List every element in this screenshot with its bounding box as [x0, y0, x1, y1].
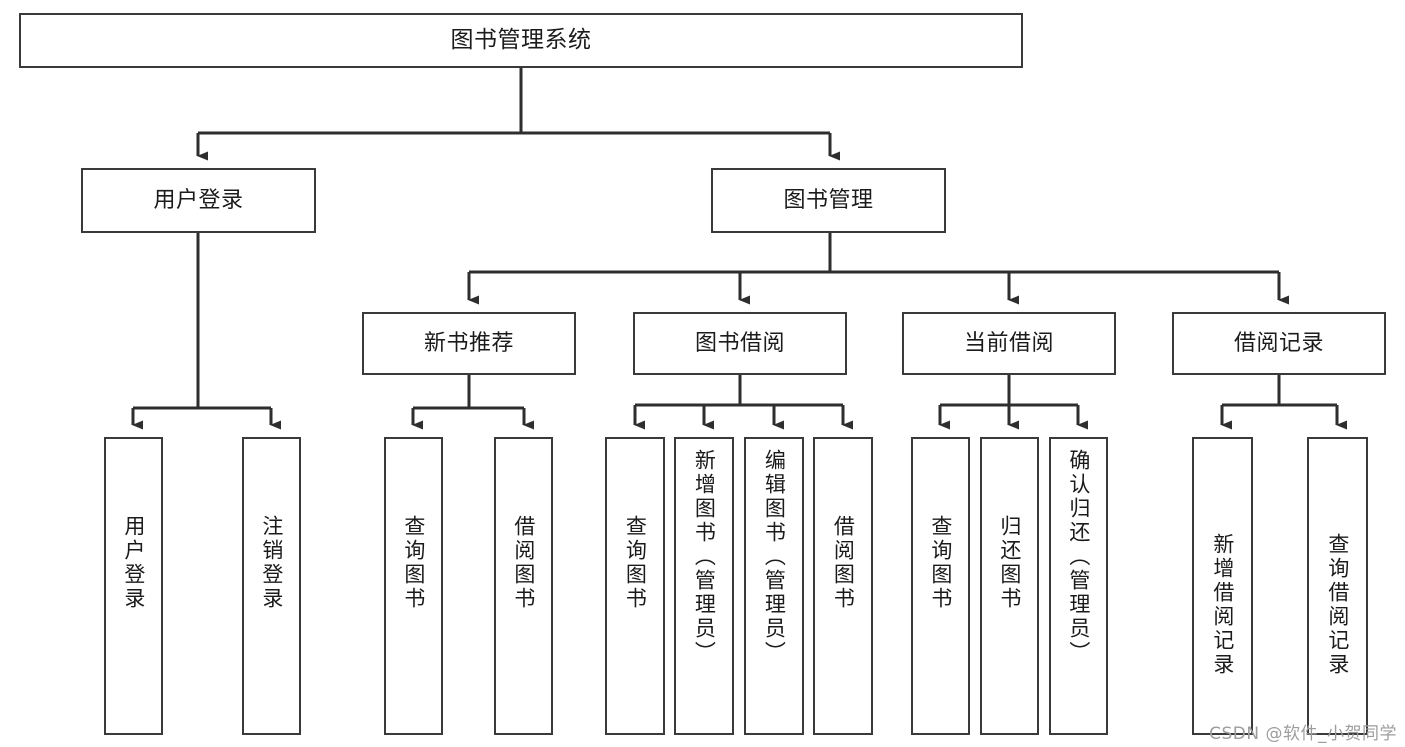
leaf-node-query-borrow-record[interactable]: 查询借阅记录 — [1307, 437, 1368, 735]
node-label: 新增图书（管理员） — [692, 449, 717, 665]
node-label: 图书管理系统 — [450, 27, 592, 53]
node-label: 借阅图书 — [511, 515, 536, 611]
node-new-book-recommend[interactable]: 新书推荐 — [362, 312, 576, 375]
node-book-management[interactable]: 图书管理 — [711, 168, 946, 233]
leaf-node-add-book-admin[interactable]: 新增图书（管理员） — [674, 437, 734, 735]
node-label: 查询图书 — [401, 515, 426, 611]
leaf-node-return-book[interactable]: 归还图书 — [980, 437, 1039, 735]
node-label: 图书借阅 — [694, 330, 785, 356]
leaf-node-confirm-return-admin[interactable]: 确认归还（管理员） — [1049, 437, 1108, 735]
node-label: 查询借阅记录 — [1325, 533, 1350, 677]
leaf-node-query-book-recommend[interactable]: 查询图书 — [384, 437, 443, 735]
node-label: 用户登录 — [121, 515, 146, 611]
node-borrow-record[interactable]: 借阅记录 — [1172, 312, 1386, 375]
node-label: 图书管理 — [783, 187, 874, 213]
node-label: 新增借阅记录 — [1210, 533, 1235, 677]
node-label: 注销登录 — [259, 515, 284, 611]
leaf-node-query-book-current[interactable]: 查询图书 — [911, 437, 970, 735]
leaf-node-user-logout[interactable]: 注销登录 — [242, 437, 301, 735]
leaf-node-query-book-borrow[interactable]: 查询图书 — [605, 437, 665, 735]
node-label: 借阅图书 — [831, 515, 856, 611]
node-label: 编辑图书（管理员） — [762, 449, 787, 665]
leaf-node-user-login[interactable]: 用户登录 — [104, 437, 163, 735]
leaf-node-add-borrow-record[interactable]: 新增借阅记录 — [1192, 437, 1253, 735]
node-root-book-management-system[interactable]: 图书管理系统 — [19, 13, 1023, 68]
node-label: 当前借阅 — [963, 330, 1054, 356]
node-book-borrow[interactable]: 图书借阅 — [633, 312, 847, 375]
csdn-watermark: CSDN @软件_小贺同学 — [1209, 724, 1397, 744]
node-label: 借阅记录 — [1233, 330, 1324, 356]
leaf-node-borrow-book-recommend[interactable]: 借阅图书 — [494, 437, 553, 735]
leaf-node-edit-book-admin[interactable]: 编辑图书（管理员） — [744, 437, 804, 735]
node-current-borrow[interactable]: 当前借阅 — [902, 312, 1116, 375]
node-label: 查询图书 — [928, 515, 953, 611]
node-user-login[interactable]: 用户登录 — [81, 168, 316, 233]
node-label: 用户登录 — [153, 187, 244, 213]
node-label: 查询图书 — [623, 515, 648, 611]
leaf-node-borrow-book[interactable]: 借阅图书 — [813, 437, 873, 735]
node-label: 确认归还（管理员） — [1066, 449, 1091, 665]
node-label: 归还图书 — [997, 515, 1022, 611]
node-label: 新书推荐 — [423, 330, 514, 356]
